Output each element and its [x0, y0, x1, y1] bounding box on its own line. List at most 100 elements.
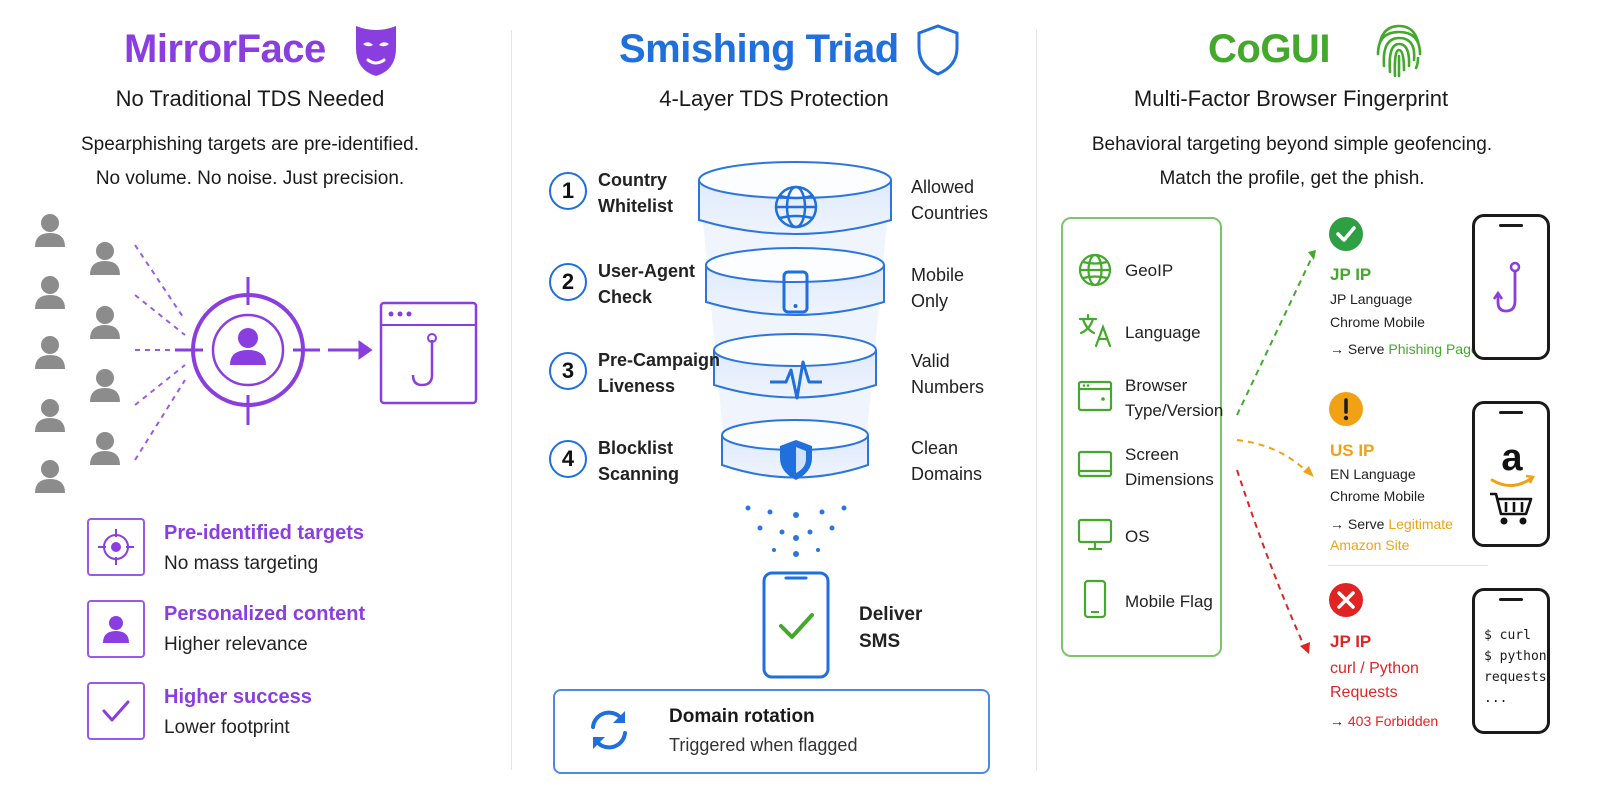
- factor-screen-line2: Dimensions: [1125, 470, 1214, 489]
- browser-icon: [1077, 380, 1113, 412]
- translate-icon: [1078, 313, 1112, 348]
- factor-browser-line1: Browser: [1125, 376, 1188, 395]
- result-1-action-highlight: Phishing Page: [1388, 341, 1479, 357]
- cogui-desc-1: Behavioral targeting beyond simple geofe…: [1091, 134, 1493, 155]
- layer-number-2: 2: [549, 263, 587, 301]
- column-divider-left: [511, 30, 512, 770]
- smishing-subtitle: 4-Layer TDS Protection: [659, 86, 889, 111]
- mirrorface-subtitle: No Traditional TDS Needed: [115, 86, 385, 111]
- result-3-action-highlight: 403 Forbidden: [1347, 713, 1439, 729]
- result-3-title: JP IP: [1330, 632, 1372, 651]
- decision-arrows: [1236, 250, 1316, 654]
- fishhook-icon: [1492, 261, 1521, 313]
- deliver-phone-icon: [762, 571, 830, 679]
- factor-language: Language: [1125, 323, 1201, 342]
- layer-2-label-line1: User-Agent: [598, 261, 696, 281]
- layer-3-right-line2: Numbers: [911, 377, 985, 397]
- feature-sub-3: Lower footprint: [164, 717, 290, 738]
- globe-icon: [1078, 253, 1112, 287]
- layer-4-right-line2: Domains: [911, 464, 983, 484]
- domain-rotation-sub: Triggered when flagged: [669, 735, 858, 755]
- cogui-desc-2: Match the profile, get the phish.: [1159, 168, 1425, 189]
- mobile-icon: [782, 270, 809, 314]
- amazon-logo-icon: a: [1490, 437, 1535, 525]
- result-2-action-line2: Amazon Site: [1330, 537, 1410, 553]
- result-2-action-highlight: Legitimate: [1388, 516, 1453, 532]
- result-3-action: → 403 Forbidden: [1330, 710, 1438, 733]
- feature-title-3: Higher success: [164, 686, 312, 708]
- tds-funnel: [698, 161, 892, 557]
- x-icon: [1329, 583, 1363, 617]
- terminal-line-3: requests: [1484, 670, 1547, 685]
- layer-1-right-line2: Countries: [911, 203, 989, 223]
- result-3-line2: Requests: [1330, 684, 1398, 701]
- dashed-rays: [134, 244, 186, 461]
- factor-screen-line1: Screen: [1125, 445, 1179, 464]
- cogui-title: CoGUI: [1208, 27, 1330, 71]
- deliver-label-line2: SMS: [859, 631, 901, 652]
- person-icon: [103, 616, 129, 643]
- refresh-icon: [591, 710, 627, 750]
- targeting-illustration: [35, 214, 478, 493]
- factor-mobile-flag: Mobile Flag: [1125, 592, 1213, 611]
- phone-phishing: [1472, 214, 1550, 360]
- result-1-title: JP IP: [1330, 265, 1372, 284]
- result-2-line1: EN Language: [1330, 466, 1416, 482]
- pulse-icon: [770, 360, 822, 400]
- layer-number-1: 1: [549, 172, 587, 210]
- phone-amazon: a: [1472, 401, 1550, 547]
- arrow-right: [328, 340, 373, 360]
- cogui-subtitle: Multi-Factor Browser Fingerprint: [1133, 86, 1449, 111]
- layer-number-3: 3: [549, 352, 587, 390]
- layer-2-right-line1: Mobile: [911, 265, 965, 285]
- terminal-line-1: $ curl: [1484, 628, 1531, 643]
- domain-rotation-title: Domain rotation: [669, 706, 815, 727]
- factor-browser-line2: Type/Version: [1125, 401, 1224, 420]
- result-3-action-prefix: →: [1330, 713, 1348, 729]
- mirrorface-desc-2: No volume. No noise. Just precision.: [95, 168, 405, 189]
- mirrorface-title: MirrorFace: [124, 27, 326, 71]
- mirrorface-desc-1: Spearphishing targets are pre-identified…: [81, 134, 419, 155]
- layer-4-label-line1: Blocklist: [598, 438, 674, 458]
- factor-geoip: GeoIP: [1125, 261, 1174, 280]
- layer-3-label-line2: Liveness: [598, 376, 676, 396]
- warning-icon: [1329, 392, 1363, 426]
- crowd-icons: [35, 214, 120, 493]
- result-1-line1: JP Language: [1330, 291, 1413, 307]
- smishing-title: Smishing Triad: [619, 27, 899, 71]
- factor-os: OS: [1125, 527, 1150, 546]
- filtered-drops: [745, 505, 847, 557]
- terminal-line-4: ...: [1484, 691, 1508, 706]
- shield-icon: [780, 440, 812, 480]
- result-2-line2: Chrome Mobile: [1330, 488, 1425, 504]
- monitor-icon: [1077, 518, 1113, 551]
- fingerprint-icon: [1376, 24, 1422, 78]
- feature-title-1: Pre-identified targets: [164, 522, 365, 544]
- result-2-title: US IP: [1330, 441, 1375, 460]
- result-2-action: → Serve Legitimate: [1330, 513, 1453, 536]
- layer-1-right-line1: Allowed: [911, 177, 975, 197]
- terminal-line-2: $ python: [1484, 649, 1547, 664]
- result-1-action-prefix: → Serve: [1330, 341, 1389, 357]
- feature-icon-box-crosshair: [87, 518, 145, 576]
- fingerprint-factors-box: [1061, 217, 1222, 657]
- layer-1-label-line2: Whitelist: [598, 196, 673, 216]
- column-divider-right: [1036, 30, 1037, 770]
- layer-number-4: 4: [549, 440, 587, 478]
- result-3-line1: curl / Python: [1330, 660, 1419, 677]
- crosshair-icon: [98, 529, 134, 565]
- results-separator: [1328, 565, 1488, 566]
- result-1-action: → Serve Phishing Page: [1330, 338, 1479, 361]
- layer-4-right-line1: Clean: [911, 438, 959, 458]
- mask-icon: [356, 26, 396, 76]
- layer-3-right-line1: Valid: [911, 351, 950, 371]
- feature-icon-box-person: [87, 600, 145, 658]
- screen-icon: [1077, 450, 1113, 478]
- check-icon: [1329, 217, 1363, 251]
- layer-3-label-line1: Pre-Campaign: [598, 350, 721, 370]
- layer-2-label-line2: Check: [598, 287, 653, 307]
- feature-sub-1: No mass targeting: [164, 553, 319, 574]
- phone-terminal: $ curl $ python requests ...: [1472, 588, 1550, 734]
- layer-1-label-line1: Country: [598, 170, 667, 190]
- layer-2-right-line2: Only: [911, 291, 949, 311]
